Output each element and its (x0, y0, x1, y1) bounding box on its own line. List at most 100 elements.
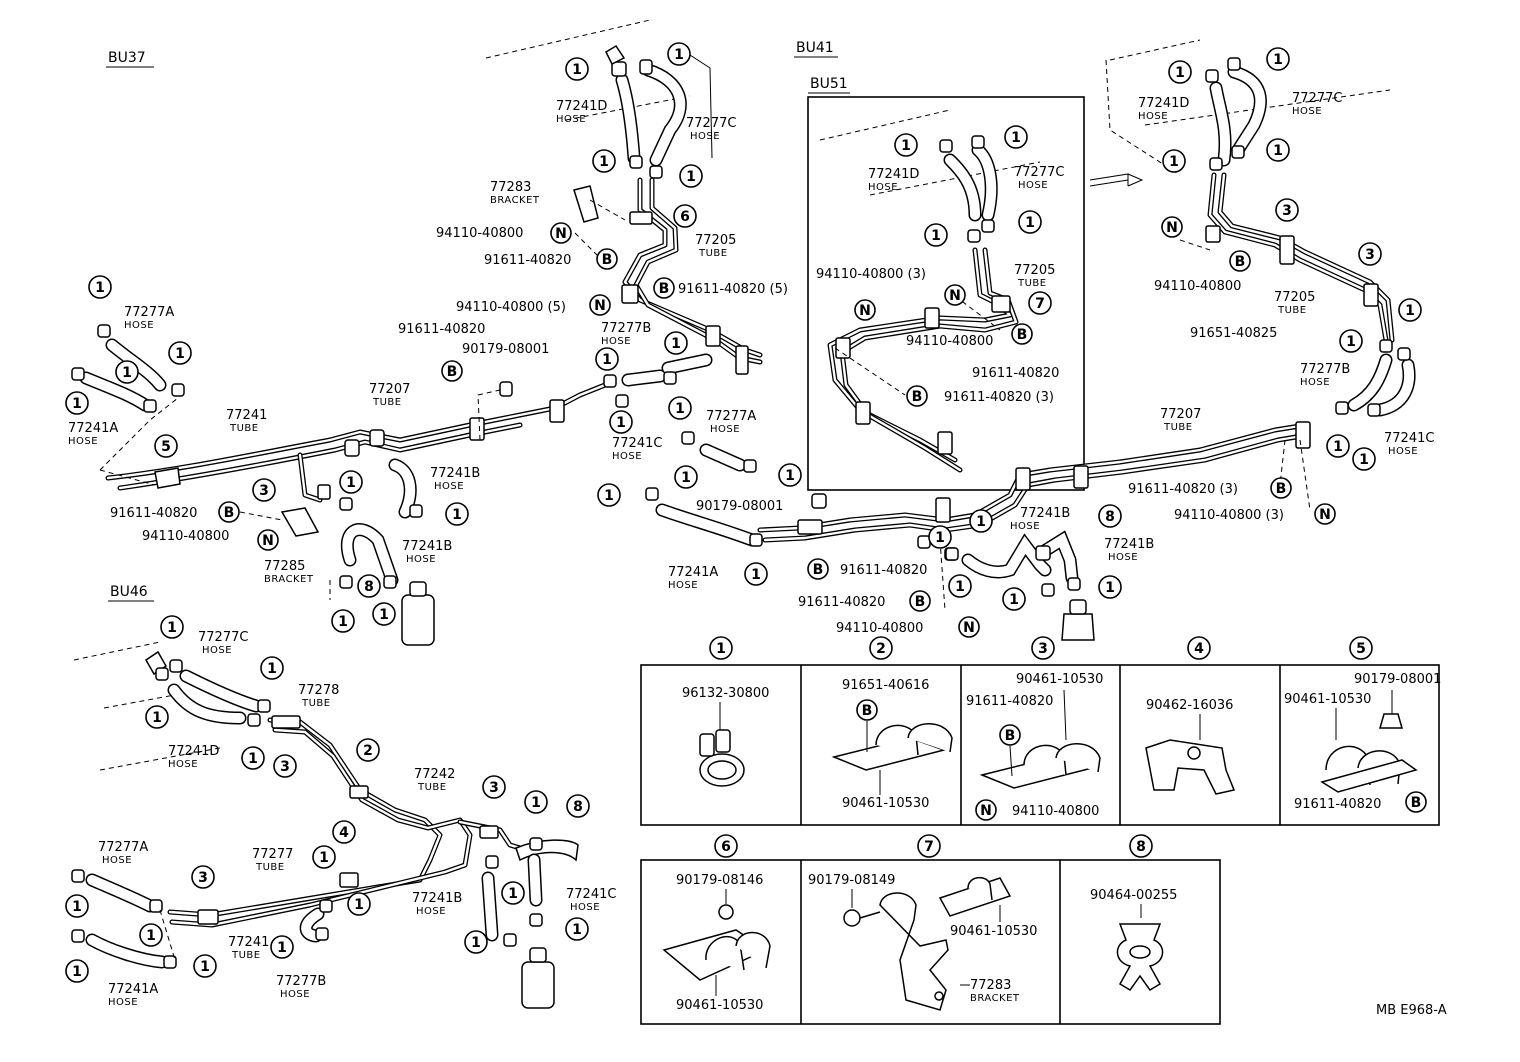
callout-1: 1 (88, 275, 112, 299)
svg-text:77241A: 77241A (108, 982, 158, 997)
svg-text:1: 1 (531, 795, 541, 811)
svg-text:94110-40800: 94110-40800 (836, 621, 923, 636)
svg-text:N: N (555, 226, 567, 242)
svg-text:77205: 77205 (1274, 290, 1315, 305)
svg-text:HOSE: HOSE (416, 906, 446, 917)
svg-text:91611-40820: 91611-40820 (840, 563, 927, 578)
callout-1: 1 (664, 331, 688, 355)
svg-text:1: 1 (671, 336, 681, 352)
callout-b: B (441, 360, 463, 382)
svg-text:77205: 77205 (1014, 263, 1055, 278)
svg-text:77277C: 77277C (686, 116, 736, 131)
svg-text:BRACKET: BRACKET (490, 195, 540, 206)
svg-text:3: 3 (1038, 641, 1048, 657)
svg-text:N: N (262, 533, 274, 549)
svg-text:77241C: 77241C (612, 436, 662, 451)
svg-text:HOSE: HOSE (601, 336, 631, 347)
svg-text:3: 3 (280, 759, 290, 775)
svg-text:91611-40820: 91611-40820 (1294, 797, 1381, 812)
svg-text:8: 8 (573, 799, 583, 815)
callout-8: 8 (1098, 504, 1122, 528)
svg-text:90461-10530: 90461-10530 (676, 998, 763, 1013)
callout-1: 1 (501, 881, 525, 905)
svg-text:1: 1 (1025, 215, 1035, 231)
svg-text:77242: 77242 (414, 767, 455, 782)
svg-text:77241D: 77241D (1138, 96, 1189, 111)
callout-1: 1 (65, 959, 89, 983)
diagram-reference-code: MB E968-A (1376, 1003, 1447, 1018)
callout-6: 6 (673, 204, 697, 228)
callout-1: 1 (667, 42, 691, 66)
svg-text:TUBE: TUBE (1277, 305, 1307, 316)
svg-text:8: 8 (1136, 839, 1146, 855)
svg-text:5: 5 (161, 439, 171, 455)
svg-text:77283: 77283 (970, 978, 1011, 993)
svg-text:90179-08001: 90179-08001 (1354, 672, 1441, 687)
callout-1: 1 (160, 615, 184, 639)
svg-text:1: 1 (616, 415, 626, 431)
callout-1: 1 (139, 923, 163, 947)
callout-3: 3 (191, 865, 215, 889)
svg-text:HOSE: HOSE (690, 131, 720, 142)
svg-text:1: 1 (354, 897, 364, 913)
svg-text:7: 7 (1035, 296, 1045, 312)
svg-text:TUBE: TUBE (698, 248, 728, 259)
callout-1: 1 (1162, 149, 1186, 173)
svg-text:6: 6 (680, 209, 690, 225)
svg-text:77277: 77277 (252, 847, 293, 862)
svg-text:8: 8 (364, 579, 374, 595)
callout-8: 8 (357, 574, 381, 598)
svg-text:BRACKET: BRACKET (264, 574, 314, 585)
section-bu46: BU46 (65, 584, 616, 1009)
svg-text:90461-10530: 90461-10530 (1284, 692, 1371, 707)
callout-1: 1 (445, 502, 469, 526)
callout-1: 1 (1168, 60, 1192, 84)
callout-3: 3 (482, 775, 506, 799)
svg-text:HOSE: HOSE (202, 645, 232, 656)
svg-text:1: 1 (675, 401, 685, 417)
svg-text:77283: 77283 (490, 180, 531, 195)
svg-text:1: 1 (379, 607, 389, 623)
svg-text:HOSE: HOSE (168, 759, 198, 770)
svg-text:1: 1 (901, 138, 911, 154)
svg-text:HOSE: HOSE (570, 902, 600, 913)
svg-text:1: 1 (686, 169, 696, 185)
callout-1: 1 (778, 463, 802, 487)
svg-text:1: 1 (471, 935, 481, 951)
callout-1: 1 (565, 57, 589, 81)
svg-text:HOSE: HOSE (868, 182, 898, 193)
callout-1: 1 (674, 465, 698, 489)
svg-text:1: 1 (681, 470, 691, 486)
svg-text:1: 1 (338, 614, 348, 630)
callout-1: 1 (597, 483, 621, 507)
svg-text:96132-30800: 96132-30800 (682, 686, 769, 701)
svg-text:HOSE: HOSE (1108, 552, 1138, 563)
svg-text:HOSE: HOSE (1388, 446, 1418, 457)
svg-text:BRACKET: BRACKET (970, 993, 1020, 1004)
svg-text:77241A: 77241A (668, 565, 718, 580)
callout-1: 1 (65, 894, 89, 918)
svg-text:77241C: 77241C (566, 887, 616, 902)
svg-text:1: 1 (1405, 303, 1415, 319)
svg-text:1: 1 (572, 922, 582, 938)
svg-text:1: 1 (572, 62, 582, 78)
callout-1: 1 (1002, 587, 1026, 611)
svg-text:77241: 77241 (228, 935, 269, 950)
svg-text:77277C: 77277C (1014, 165, 1064, 180)
svg-text:TUBE: TUBE (372, 397, 402, 408)
svg-text:77241C: 77241C (1384, 431, 1434, 446)
svg-text:1: 1 (508, 886, 518, 902)
svg-text:1: 1 (72, 899, 82, 915)
svg-text:1: 1 (976, 514, 986, 530)
callout-n: N (257, 529, 279, 551)
svg-text:77241A: 77241A (68, 421, 118, 436)
callout-1: 1 (65, 391, 89, 415)
callout-3: 3 (1275, 198, 1299, 222)
svg-text:77241B: 77241B (412, 891, 462, 906)
svg-text:90461-10530: 90461-10530 (842, 796, 929, 811)
svg-text:N: N (859, 303, 871, 319)
svg-text:1: 1 (277, 940, 287, 956)
callout-n: N (550, 222, 572, 244)
svg-text:HOSE: HOSE (406, 554, 436, 565)
